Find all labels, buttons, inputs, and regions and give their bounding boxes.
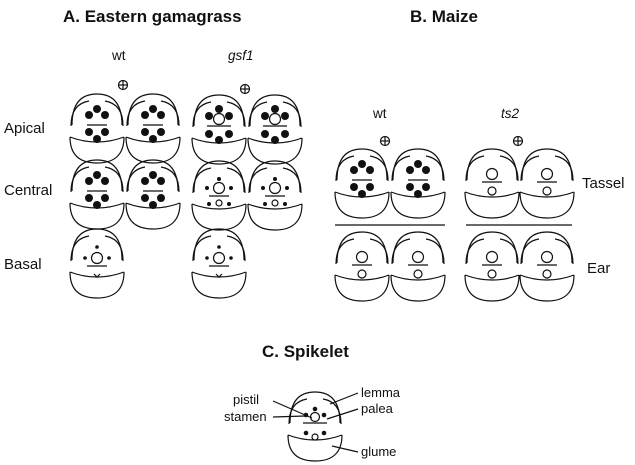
floral-axis-icon: [239, 83, 251, 95]
spikelet-diagram: [287, 391, 343, 462]
floral-axis-icon: [117, 79, 129, 91]
floral-axis-icon: [512, 135, 524, 147]
floret-a-wt-apical-right: [126, 94, 180, 163]
floret-b-ts2-ear-right: [520, 232, 574, 301]
row-label-ear: Ear: [587, 260, 610, 277]
floral-axis-icon: [379, 135, 391, 147]
floret-b-ts2-ear-left: [465, 232, 519, 301]
floret-a-wt-central-right: [126, 160, 180, 229]
panel-b-col-wt: wt: [372, 106, 387, 121]
floret-a-gsf1-central-right: [248, 161, 302, 230]
label-palea: palea: [361, 401, 394, 416]
leader-lemma: [329, 392, 359, 405]
panel-a-col-gsf1: gsf1: [228, 48, 254, 63]
floret-a-wt-central-left: [70, 160, 124, 229]
row-label-tassel: Tassel: [582, 175, 625, 192]
floret-a-wt-basal: [70, 229, 124, 298]
floret-a-gsf1-central-left: [192, 161, 246, 230]
floret-b-wt-ear-left: [335, 232, 389, 301]
row-label-basal: Basal: [4, 256, 42, 273]
floret-b-wt-tassel-left: [335, 149, 389, 218]
panel-a-eastern-gamagrass: A. Eastern gamagrass wt gsf1 Apical Cent…: [4, 7, 302, 298]
leader-palea: [326, 408, 359, 420]
leader-glume: [331, 445, 359, 453]
leader-stamen: [272, 415, 306, 418]
floret-b-ts2-tassel-right: [520, 149, 574, 218]
label-stamen: stamen: [224, 409, 267, 424]
floret-a-gsf1-basal: [192, 229, 246, 298]
panel-b-title: B. Maize: [410, 7, 478, 26]
panel-c-title: C. Spikelet: [262, 342, 349, 361]
panel-b-maize: B. Maize wt ts2 Tassel Ear: [335, 7, 625, 301]
row-label-apical: Apical: [4, 120, 45, 137]
panel-a-title: A. Eastern gamagrass: [63, 7, 242, 26]
label-lemma: lemma: [361, 385, 401, 400]
leader-pistil: [272, 400, 313, 419]
panel-b-col-ts2: ts2: [501, 106, 520, 121]
floret-a-wt-apical-left: [70, 94, 124, 163]
floret-a-gsf1-apical-right: [248, 95, 302, 164]
panel-c-spikelet: C. Spikelet pistil stamen lemma palea gl…: [224, 342, 401, 462]
label-pistil: pistil: [233, 392, 259, 407]
panel-a-col-wt: wt: [111, 48, 126, 63]
floret-b-wt-tassel-right: [391, 149, 445, 218]
floret-b-wt-ear-right: [391, 232, 445, 301]
label-glume: glume: [361, 444, 396, 459]
floret-b-ts2-tassel-left: [465, 149, 519, 218]
floret-a-gsf1-apical-left: [192, 95, 246, 164]
row-label-central: Central: [4, 182, 52, 199]
